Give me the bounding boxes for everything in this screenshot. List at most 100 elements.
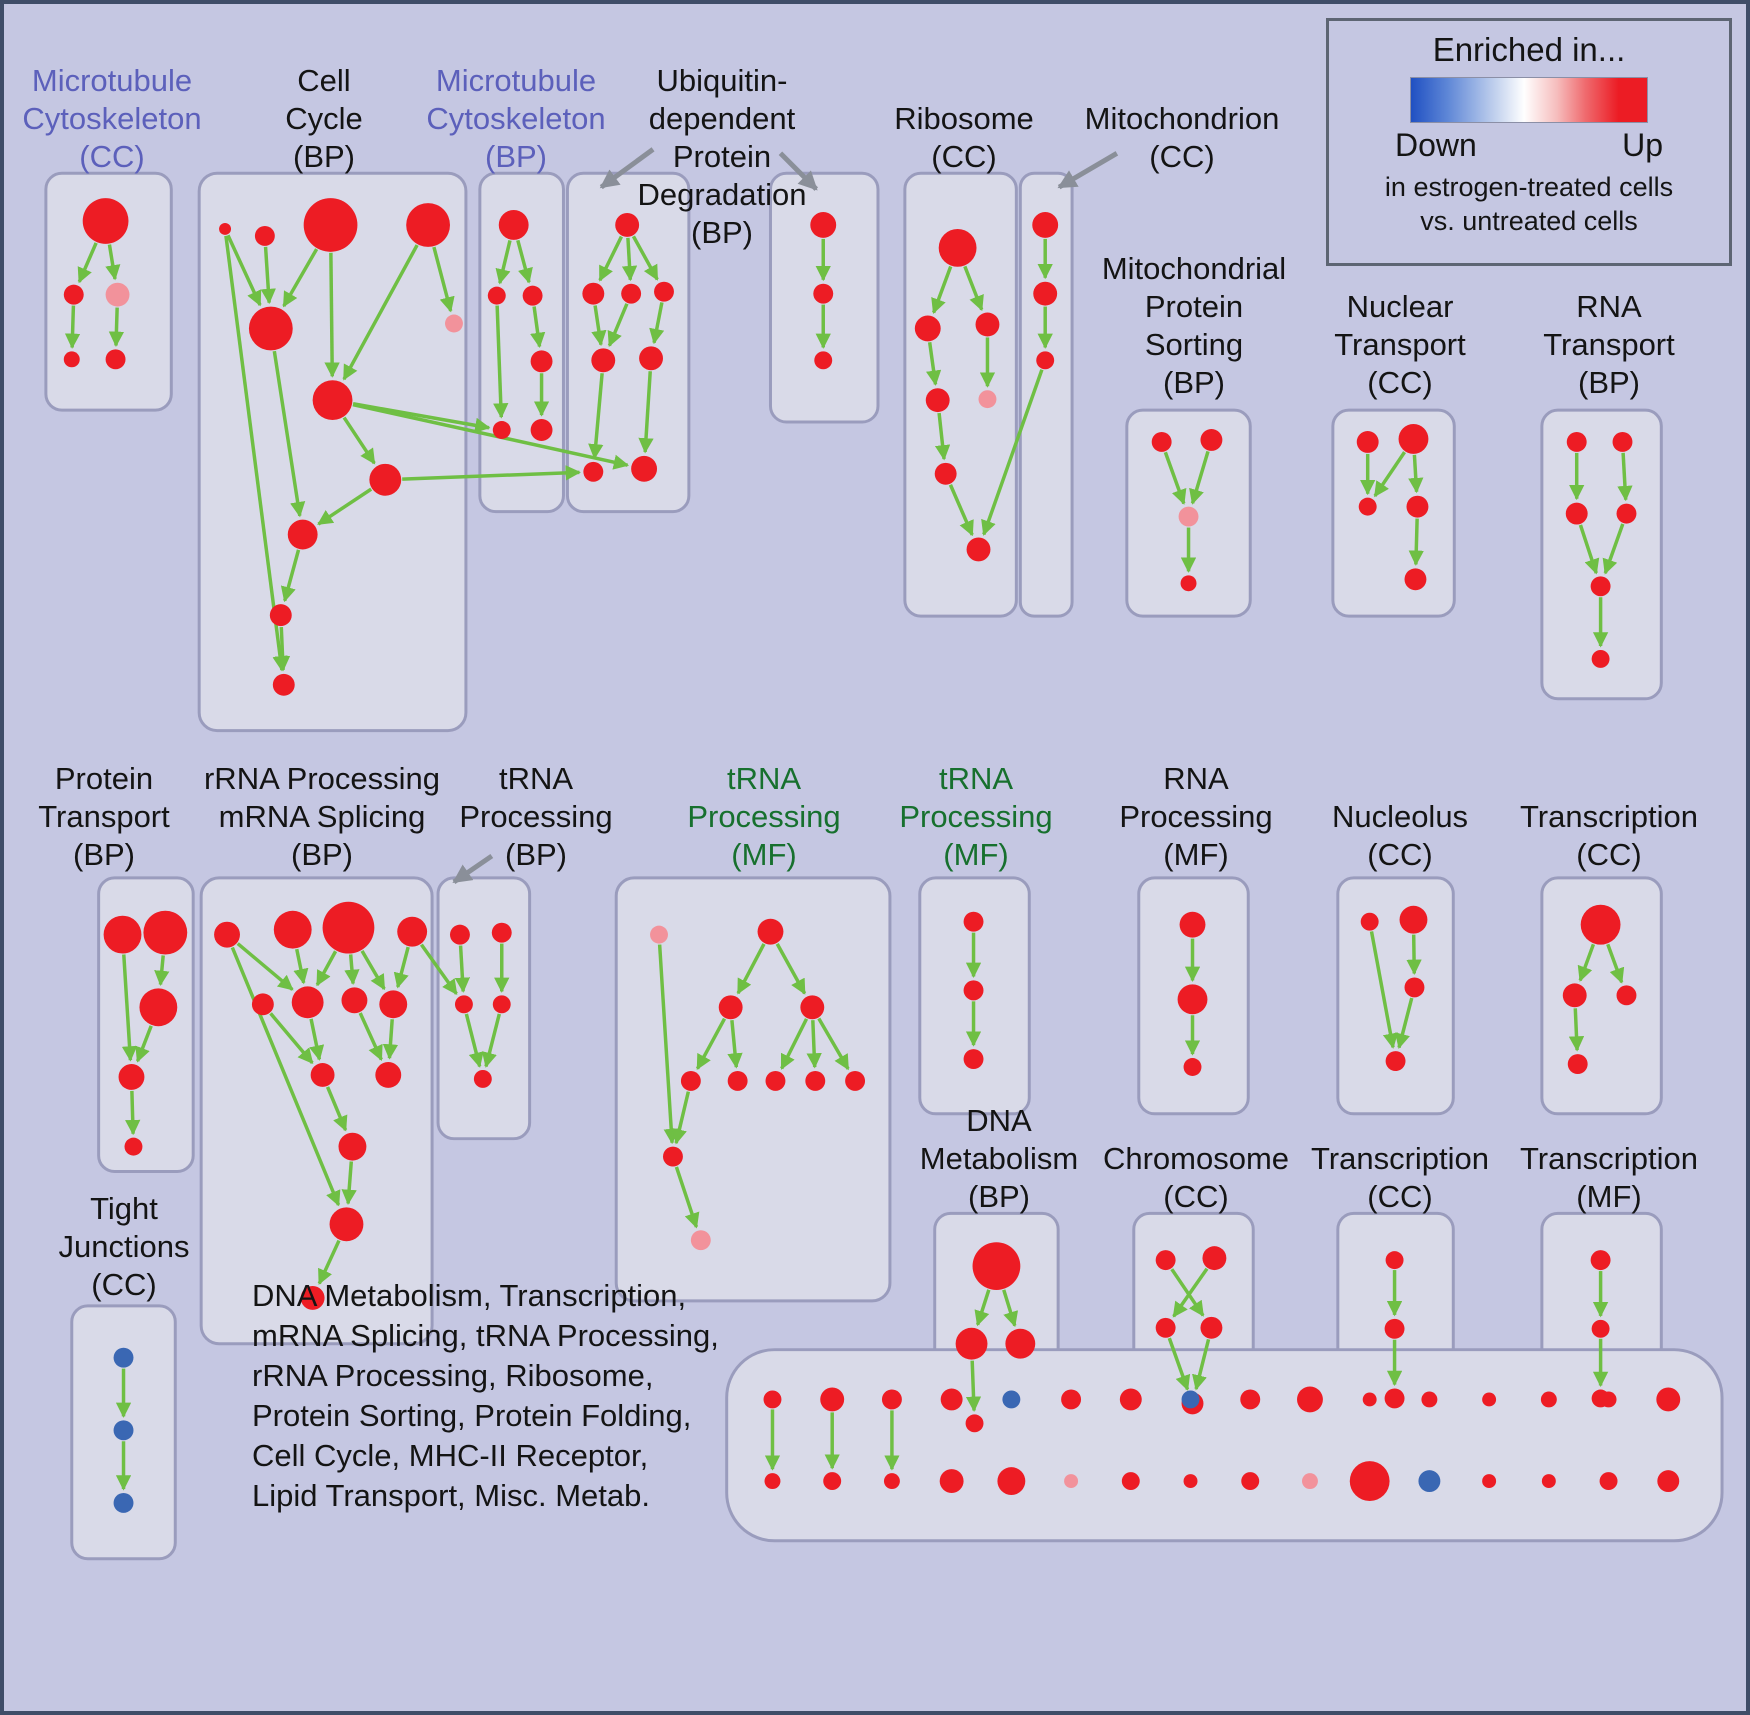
node-bb13-red bbox=[1482, 1474, 1497, 1489]
edge-m2-m4 bbox=[64, 305, 81, 349]
node-tj1-blue bbox=[113, 1347, 134, 1368]
node-u6-red bbox=[639, 346, 663, 371]
node-g10-red bbox=[375, 1062, 402, 1088]
node-g1-red bbox=[214, 921, 240, 948]
node-u5-red bbox=[591, 348, 616, 373]
edge-g12-g13 bbox=[317, 1239, 341, 1285]
edge-n2-n3 bbox=[1373, 451, 1406, 498]
edge-d2-d4 bbox=[965, 1360, 982, 1412]
box-nucleolus bbox=[1336, 876, 1455, 1116]
node-r5-pink bbox=[978, 390, 997, 409]
node-r6-red bbox=[934, 462, 957, 485]
node-t1-red bbox=[1032, 212, 1059, 238]
node-tj3-blue bbox=[113, 1493, 134, 1513]
node-f4-red bbox=[800, 995, 825, 1020]
node-h4-red bbox=[492, 995, 511, 1014]
edge-g3-g6 bbox=[315, 950, 338, 987]
node-q5-red bbox=[1590, 576, 1611, 597]
node-g8-red bbox=[379, 990, 408, 1019]
box-rrna-mrna bbox=[199, 876, 434, 1346]
node-bb14-red bbox=[1541, 1474, 1556, 1489]
node-z2-red bbox=[1591, 1319, 1610, 1338]
edge-u3-u5 bbox=[607, 303, 629, 348]
node-c11-red bbox=[272, 673, 295, 696]
edge-p2-p5 bbox=[493, 305, 509, 419]
node-u3-red bbox=[621, 283, 642, 304]
node-bt2-red bbox=[820, 1387, 845, 1412]
node-bb4-red bbox=[939, 1469, 964, 1494]
legend-scale-labels: Down Up bbox=[1395, 127, 1663, 164]
edge-g7-g10 bbox=[358, 1012, 383, 1061]
node-u7-red bbox=[583, 461, 604, 482]
edge-r1-r2 bbox=[931, 265, 953, 315]
node-r1-red bbox=[938, 228, 977, 267]
node-c2-red bbox=[254, 225, 275, 246]
node-c3-red bbox=[303, 198, 358, 252]
nodes-layer bbox=[63, 198, 1681, 1513]
node-p4-red bbox=[530, 350, 553, 373]
node-bb2-red bbox=[823, 1472, 842, 1491]
node-g5-red bbox=[251, 993, 274, 1016]
node-v1-red bbox=[810, 212, 837, 238]
node-f8-red bbox=[805, 1070, 826, 1091]
edge-f5-f10 bbox=[671, 1091, 691, 1145]
node-p6-red bbox=[530, 419, 553, 441]
node-w3-red bbox=[139, 988, 178, 1027]
node-bt7-red bbox=[1119, 1388, 1142, 1411]
node-c4-red bbox=[406, 203, 450, 247]
edge-p1-p3 bbox=[516, 239, 533, 284]
edge-s2-s3 bbox=[1189, 450, 1210, 505]
node-bb6-pink bbox=[1064, 1474, 1079, 1489]
edge-c3-c5 bbox=[282, 248, 319, 308]
annotation-arrow-2 bbox=[778, 151, 819, 191]
node-t3-red bbox=[1036, 351, 1055, 370]
edge-u4-u6 bbox=[649, 302, 665, 345]
edge-c3-c7 bbox=[324, 252, 340, 378]
edge-n2-n4 bbox=[1408, 454, 1424, 494]
node-h1-red bbox=[449, 924, 470, 945]
edge-l1-l2 bbox=[1577, 943, 1596, 982]
node-l4-red bbox=[1567, 1054, 1588, 1074]
node-bb5-red bbox=[997, 1467, 1026, 1496]
edge-p1-p2 bbox=[495, 240, 512, 285]
edge-h4-h5 bbox=[481, 1013, 501, 1068]
node-u2-red bbox=[582, 282, 605, 305]
edge-u5-u7 bbox=[588, 373, 604, 460]
edge-f2-f4 bbox=[775, 943, 807, 995]
node-bt13-red bbox=[1482, 1392, 1497, 1407]
node-bt1-red bbox=[763, 1390, 782, 1409]
node-r4-red bbox=[925, 388, 950, 413]
box-trna-bp bbox=[436, 876, 532, 1141]
node-f10-red bbox=[662, 1146, 683, 1167]
node-bt14-red bbox=[1540, 1391, 1557, 1408]
edge-m1-m3 bbox=[105, 244, 121, 281]
edge-q3-q5 bbox=[1578, 524, 1600, 575]
node-p5-red bbox=[492, 421, 511, 439]
node-bb1-red bbox=[764, 1473, 781, 1490]
node-bt10-red bbox=[1297, 1386, 1323, 1413]
node-x4-red bbox=[1200, 1316, 1223, 1339]
edge-s1-s3 bbox=[1163, 451, 1187, 505]
node-y1-red bbox=[1385, 1251, 1404, 1270]
node-bt16-red bbox=[1656, 1387, 1681, 1412]
node-p3-red bbox=[522, 285, 543, 306]
edge-f4-f7 bbox=[780, 1018, 809, 1070]
node-bb3-red bbox=[883, 1473, 900, 1490]
node-x3-red bbox=[1155, 1317, 1176, 1338]
node-i3-red bbox=[963, 1049, 984, 1070]
edge-g5-g9 bbox=[269, 1012, 314, 1064]
node-t2-red bbox=[1033, 281, 1058, 306]
node-bb7-red bbox=[1121, 1472, 1140, 1491]
node-bb16-red bbox=[1657, 1470, 1680, 1493]
node-w5-red bbox=[124, 1137, 143, 1156]
node-u1-red bbox=[615, 213, 640, 237]
node-c8-red bbox=[369, 463, 402, 496]
edge-h1-h3 bbox=[454, 945, 471, 993]
edge-q2-q4 bbox=[1617, 452, 1633, 502]
edge-r4-r6 bbox=[934, 412, 951, 461]
edge-m3-m5 bbox=[108, 307, 125, 347]
edge-n4-n5 bbox=[1408, 518, 1424, 566]
edge-f10-f11 bbox=[674, 1166, 700, 1229]
edge-u6-u8 bbox=[638, 371, 654, 454]
box-misc bbox=[725, 1348, 1724, 1543]
